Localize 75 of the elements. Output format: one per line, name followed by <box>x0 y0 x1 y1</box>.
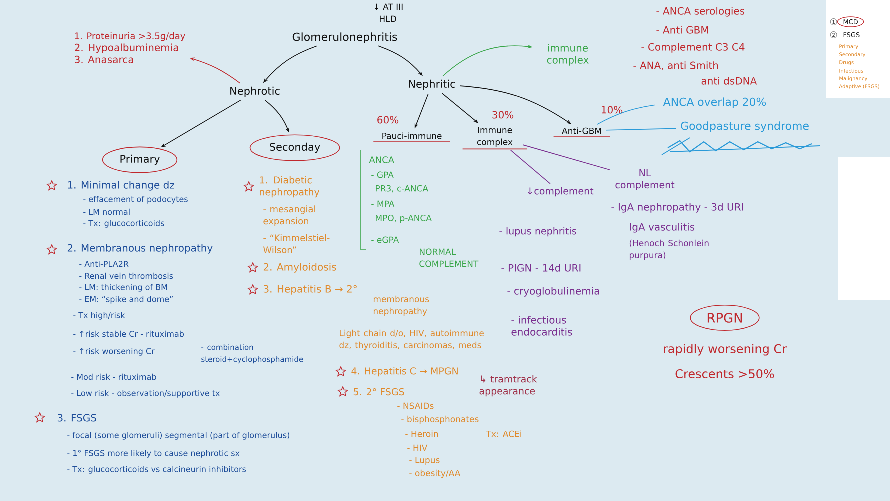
handwritten-note: 1. Diabetic nephropathy <box>260 176 320 198</box>
handwritten-note: anti dsDNA <box>702 77 758 85</box>
handwritten-note: - cryoglobulinemia <box>508 287 600 297</box>
handwritten-note: - EM: “spike and dome” <box>80 296 173 304</box>
handwritten-note: - effacement of podocytes <box>84 196 188 204</box>
handwritten-note: - Mod risk - rituximab <box>72 374 156 380</box>
circled-term: Seconday <box>250 134 340 162</box>
handwritten-term: ANCA overlap 20% <box>663 98 766 108</box>
side-note: 30% <box>492 111 514 119</box>
handwritten-note: - Lupus <box>410 457 440 465</box>
handwritten-note: - Complement C3 C4 <box>642 43 745 53</box>
handwritten-note: - ↑risk stable Cr - rituximab <box>74 330 184 338</box>
handwritten-note: - Heroin <box>406 430 438 438</box>
handwritten-term: Nephrotic <box>230 86 280 98</box>
handwritten-term: immune complex <box>547 44 589 66</box>
handwritten-note: - eGPA <box>372 236 400 244</box>
handwritten-note: - ANCA serologies <box>656 7 745 17</box>
handwritten-note: ↓ AT III <box>374 4 403 10</box>
handwritten-note: - obesity/AA <box>410 470 461 478</box>
handwritten-note: - GPA <box>372 172 394 178</box>
handwritten-note: PR3, c-ANCA <box>376 185 428 193</box>
handwritten-term: Glomerulonephritis <box>292 32 398 44</box>
handwritten-note: - “Kimmelstiel-Wilson” <box>264 234 330 254</box>
underlined-term: Immune complex <box>462 127 528 150</box>
handwritten-note: - ↑risk worsening Cr <box>74 348 155 356</box>
handwritten-note: - Low risk - observation/supportive tx <box>72 390 220 398</box>
handwritten-note: membranous nephropathy <box>374 296 430 316</box>
handwritten-note: 3. FSGS <box>58 414 96 422</box>
handwritten-note: 4. Hepatitis C → MPGN <box>352 367 458 377</box>
underlined-term: Anti-GBM <box>553 128 611 137</box>
circled-term: Primary <box>102 146 178 174</box>
handwritten-term: ↓complement <box>528 187 594 197</box>
handwritten-note: ANCA <box>369 156 394 164</box>
side-note: rapidly worsening Cr <box>664 344 788 356</box>
handwritten-note: - PIGN - 14d URI <box>502 264 581 272</box>
handwritten-note: - lupus nephritis <box>500 227 576 237</box>
handwritten-note: - mesangial expansion <box>264 206 316 226</box>
handwritten-note: - focal (some glomeruli) segmental (part of glomerulus) <box>68 432 290 440</box>
handwritten-note: - Tx: glucocorticoids <box>84 220 164 228</box>
handwritten-note: (Henoch Schonlein purpura) <box>630 240 709 260</box>
handwritten-note: - Tx high/risk <box>74 312 126 320</box>
handwritten-term: Nephritic <box>409 80 456 90</box>
handwritten-note: - LM normal <box>84 208 130 216</box>
handwritten-note: MPO, p-ANCA <box>376 214 432 224</box>
handwritten-note: 3. Hepatitis B → 2° <box>264 285 357 295</box>
handwritten-term: NL complement <box>616 170 675 190</box>
handwritten-note: - Anti-PLA2R <box>80 260 129 268</box>
handwritten-note: - 1° FSGS more likely to cause nephrotic sx <box>68 450 240 458</box>
handwritten-note: - Anti GBM <box>656 26 708 34</box>
side-note: 60% <box>378 116 399 124</box>
handwritten-note: - ANA, anti Smith <box>634 62 718 70</box>
handwritten-note: - infectious endocarditis <box>512 316 572 336</box>
symptom-list: 1. Proteinuria >3.5g/day 2. Hypoalbuminemia 3. Anasarca <box>75 32 186 64</box>
handwritten-note: IgA vasculitis <box>630 223 695 233</box>
handwritten-note: - MPA <box>372 200 395 208</box>
handwritten-note: - bisphosphonates <box>402 416 479 424</box>
handwritten-note: Light chain d/o, HIV, autoimmune dz, thyroiditis, carcinomas, meds <box>340 330 484 350</box>
handwritten-note: 2. Membranous nephropathy <box>68 244 213 254</box>
handwritten-term: Goodpasture syndrome <box>681 122 809 132</box>
handwritten-note: Tx: ACEi <box>486 430 522 438</box>
handwritten-note: - Tx: glucocorticoids vs calcineurin inhibitors <box>68 466 246 474</box>
handwritten-note: 2. Amyloidosis <box>264 263 336 273</box>
circled-term: RPGN <box>690 305 760 332</box>
handwritten-note: 5. 2° FSGS <box>354 388 404 396</box>
handwritten-note: - NSAIDs <box>398 402 434 410</box>
handwritten-note: - IgA nephropathy - 3d URI <box>612 203 744 213</box>
underlined-term: Pauci-immune <box>373 132 451 142</box>
handwritten-note: - LM: thickening of BM <box>80 284 168 292</box>
handwritten-note: - HIV <box>408 444 428 452</box>
handwritten-note: NORMAL COMPLEMENT <box>420 248 479 268</box>
handwritten-note: HLD <box>380 16 396 22</box>
handwritten-note: ↳ tramtrack appearance <box>480 375 538 397</box>
handwritten-note: - Renal vein thrombosis <box>80 272 174 280</box>
side-note: Crescents >50% <box>676 369 774 379</box>
side-note: 10% <box>602 106 623 114</box>
